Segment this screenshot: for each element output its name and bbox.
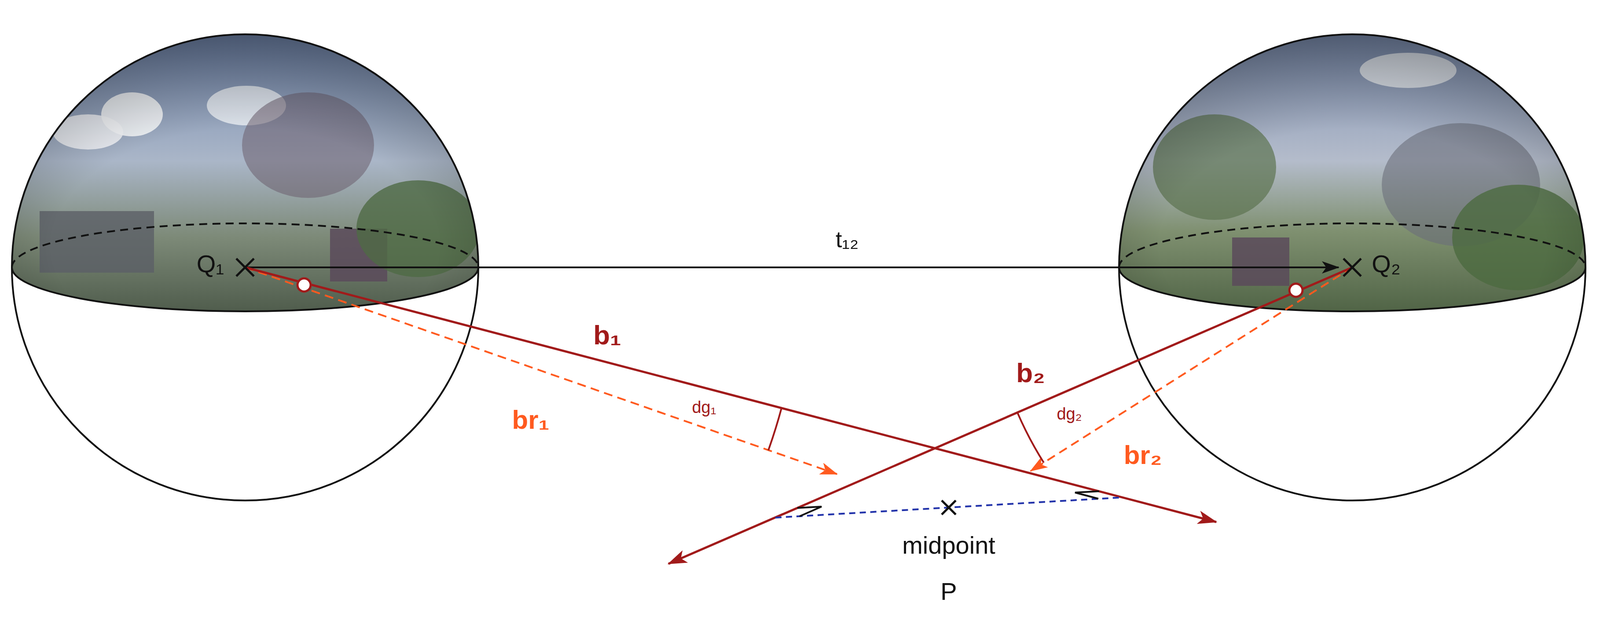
ray-label: b₂ (1016, 358, 1045, 389)
angle-arc (768, 408, 782, 451)
angle-label: dg₁ (691, 398, 716, 418)
feature-point (1289, 283, 1303, 298)
reprojected-ray-2 (1030, 267, 1353, 472)
midpoint-mark (941, 500, 956, 515)
point-label: Q₂ (1371, 250, 1401, 278)
feature-point (297, 278, 311, 292)
right-angle-mark (797, 506, 822, 517)
angle-label: dg₂ (1056, 405, 1082, 424)
camera-centre-mark (236, 258, 254, 277)
reprojected-ray-1 (245, 267, 837, 475)
camera-centre-mark (1343, 258, 1362, 277)
point-label: midpoint (902, 532, 996, 560)
bearing-ray-1 (245, 267, 1217, 523)
common-perpendicular (775, 497, 1123, 518)
point-label: Q₁ (196, 250, 224, 278)
ray-label: br₁ (512, 405, 550, 435)
point-label: P (940, 578, 957, 606)
ray-label: br₂ (1123, 440, 1163, 470)
angle-arc (1017, 412, 1044, 463)
translation-arrow (245, 266, 1339, 269)
vector-label: t₁₂ (835, 227, 859, 253)
bearing-ray-2 (668, 267, 1353, 565)
right-angle-mark (1075, 491, 1100, 500)
ray-label: b₁ (593, 320, 622, 351)
